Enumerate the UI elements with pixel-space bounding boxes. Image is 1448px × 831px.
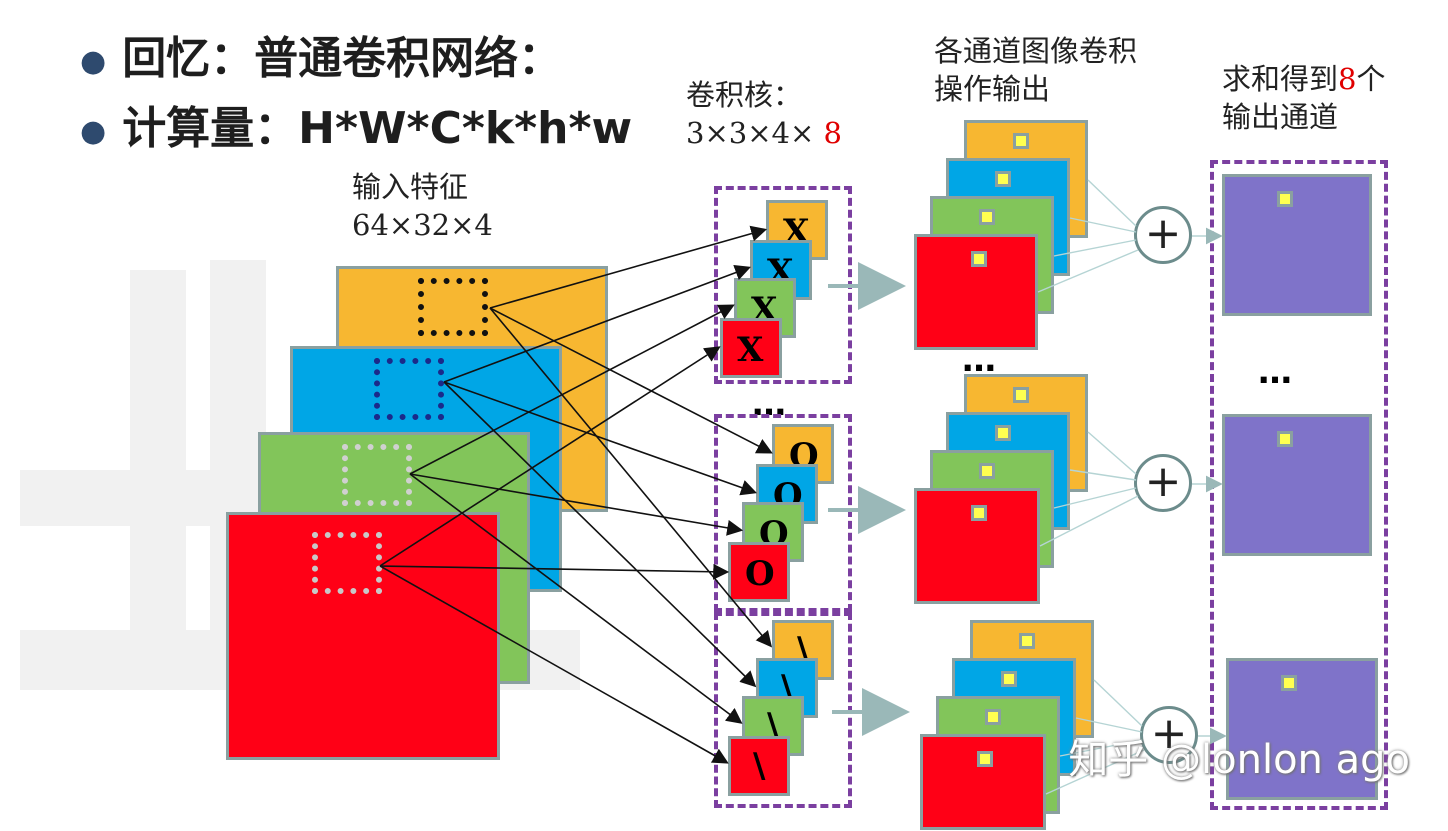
kernel-label: 卷积核： 3×3×4× 8 (686, 78, 842, 150)
receptive-window-red (312, 532, 382, 594)
header-line-1: ●回忆：普通卷积网络： (80, 33, 563, 84)
output-channel-ellipsis: … (1258, 352, 1294, 392)
bullet-icon: ● (80, 43, 107, 79)
sum-plus-icon: + (1140, 706, 1198, 764)
channel-output-label: 各通道图像卷积 操作输出 (934, 34, 1138, 106)
sum-plus-icon: + (1134, 206, 1192, 264)
input-feature-label: 输入特征 64×32×4 (352, 170, 493, 242)
bullet-icon: ● (80, 113, 107, 149)
output-ellipsis: … (962, 340, 998, 380)
receptive-window-blue (374, 358, 444, 420)
output-channel (1222, 414, 1372, 556)
kernel-cell: O (728, 542, 790, 602)
sum-plus-icon: + (1134, 454, 1192, 512)
kernel-cell: \ (728, 736, 790, 796)
kernel-group-2-frame (714, 414, 852, 612)
output-channel (1222, 174, 1372, 316)
input-channel-red (226, 512, 500, 760)
receptive-window-green (342, 444, 412, 506)
sum-output-label: 求和得到8个 输出通道 (1222, 62, 1386, 134)
receptive-window-orange (418, 278, 488, 336)
watermark: 知乎 @lonlon ago (1068, 737, 1410, 783)
header-line-2: ●计算量：H*W*C*k*h*w (80, 103, 633, 154)
output-channel (1226, 658, 1378, 800)
kernel-cell: X (720, 318, 782, 378)
